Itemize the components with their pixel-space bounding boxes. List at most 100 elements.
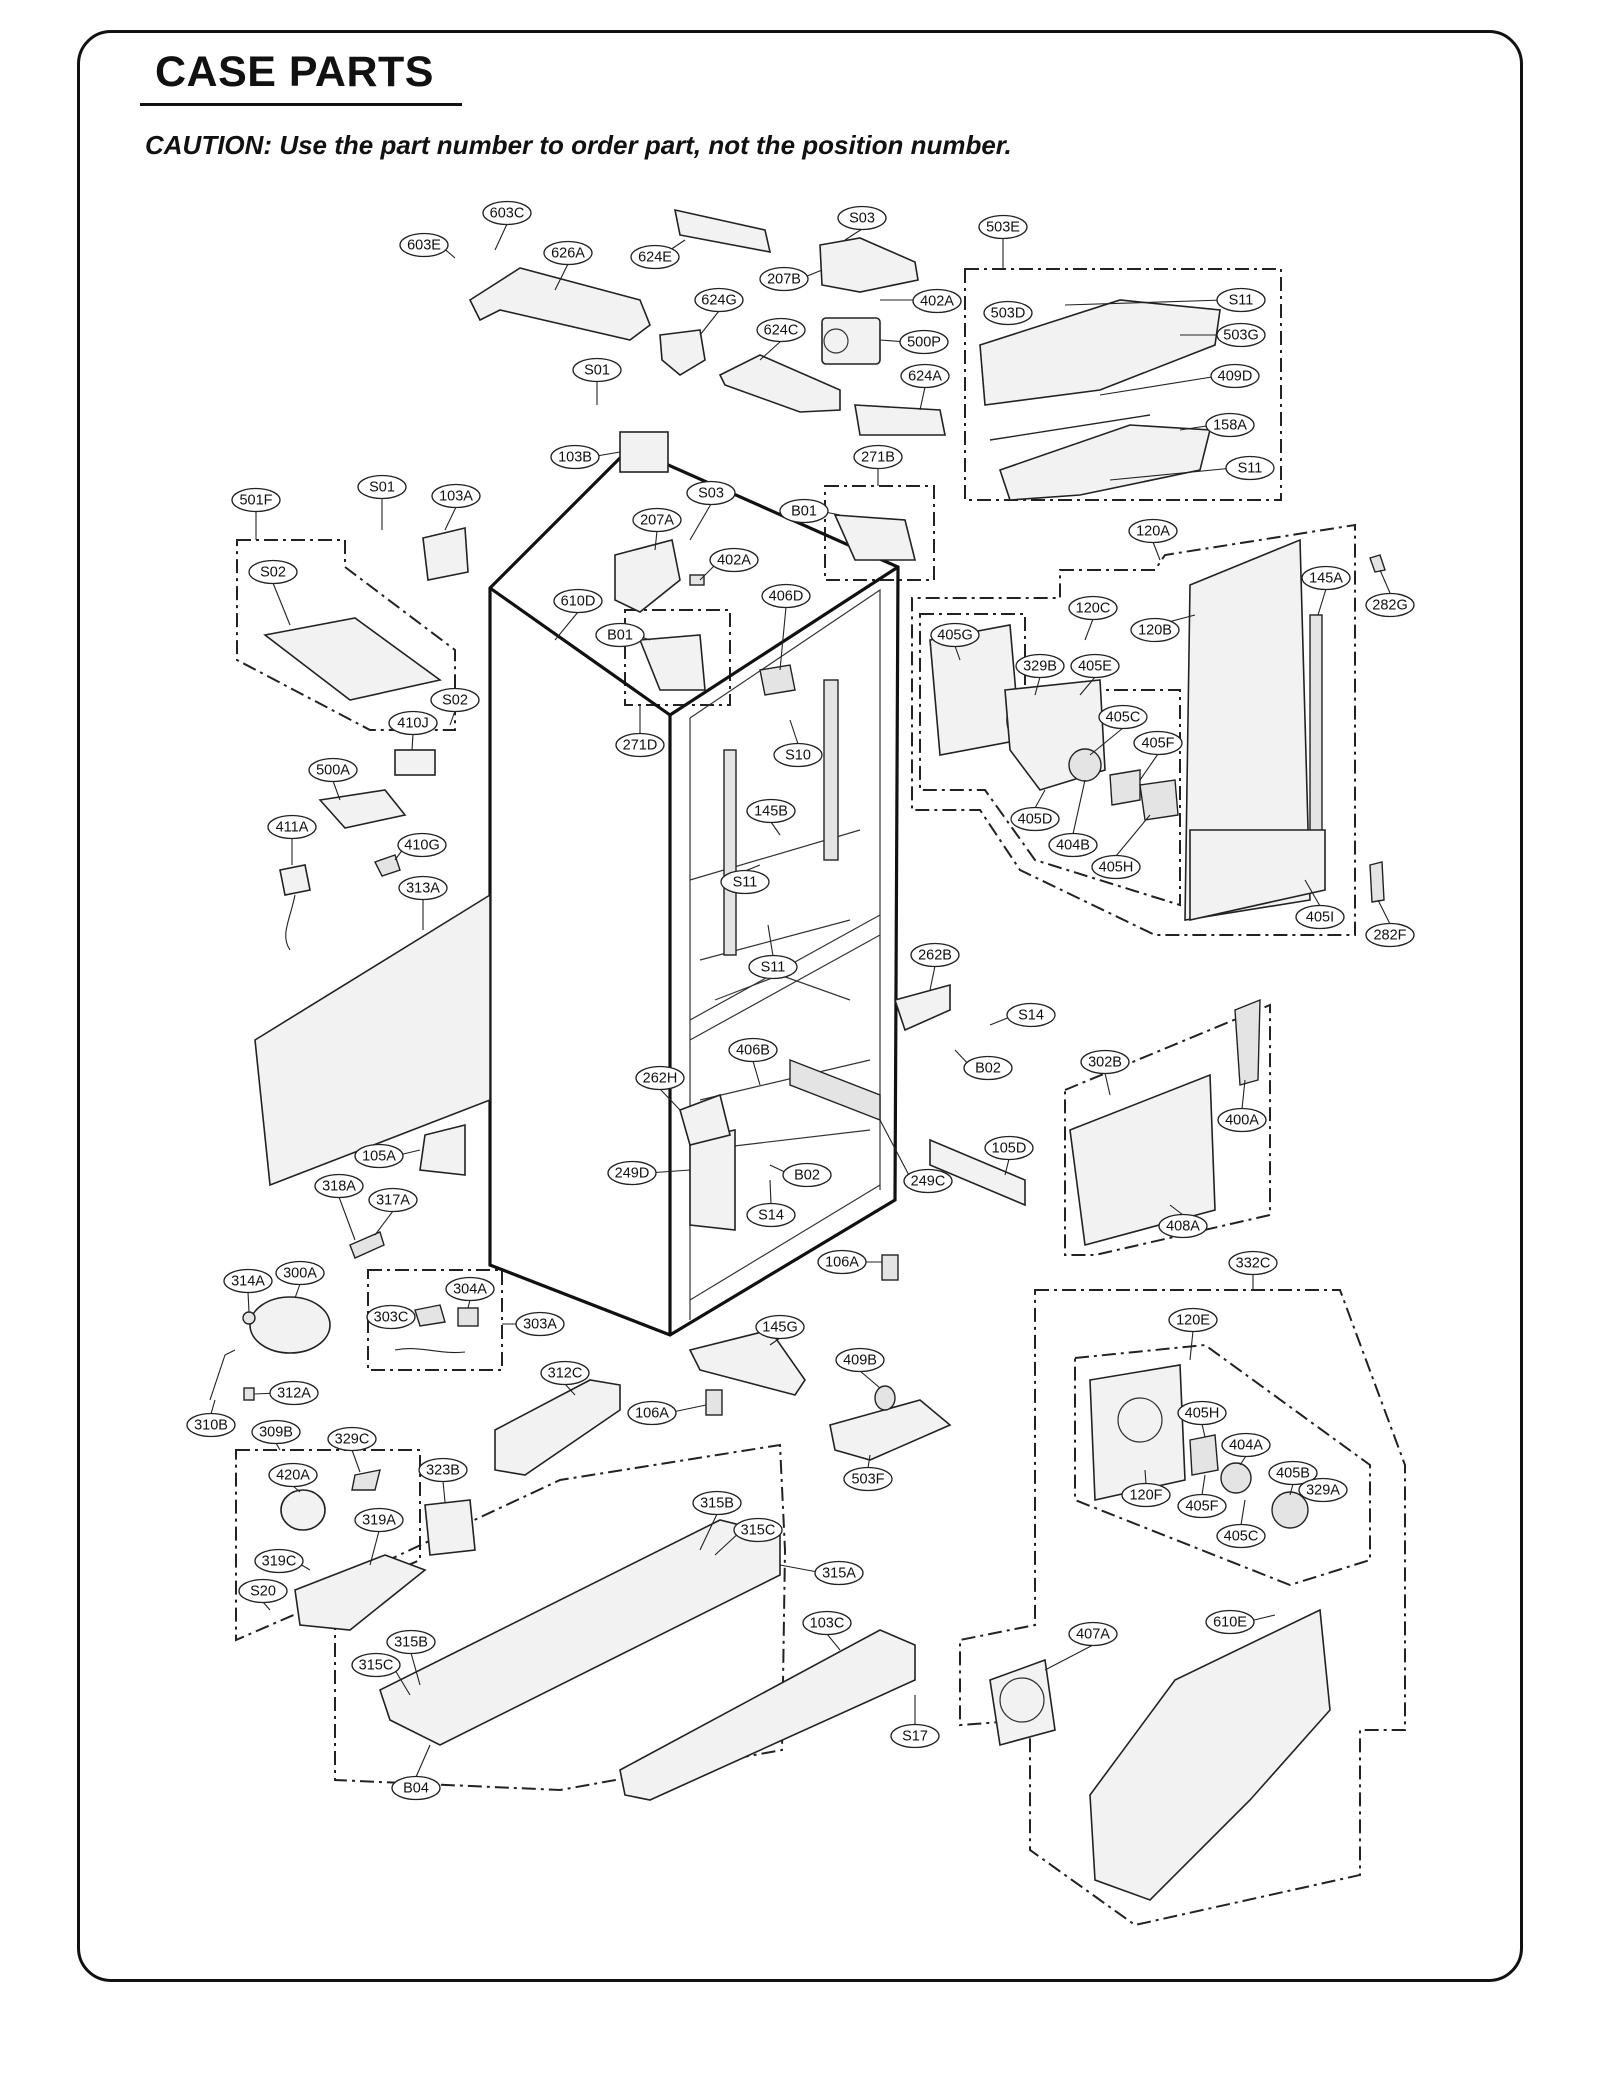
callout-bubble <box>1216 1523 1266 1549</box>
callout-s03: S03 <box>837 205 887 231</box>
callout-text: 271D <box>623 738 658 754</box>
callout-bubble <box>853 444 903 470</box>
callout-text: 120E <box>1176 1313 1210 1329</box>
leg-106a-left <box>705 1389 723 1416</box>
callout-text: S01 <box>584 363 610 379</box>
callout-405e: 405E <box>1070 653 1120 679</box>
callout-bubble <box>912 288 962 314</box>
callout-402a: 402A <box>912 288 962 314</box>
callout-text: 610D <box>561 594 596 610</box>
callout-text: 158A <box>1213 418 1247 434</box>
callout-bubble <box>1158 1213 1208 1239</box>
callout-271d: 271D <box>615 732 665 758</box>
callout-bubble <box>607 1160 657 1186</box>
callout-text: 405G <box>937 628 972 644</box>
callout-105d: 105D <box>984 1135 1034 1161</box>
base-315a <box>379 1519 781 1746</box>
callout-bubble <box>540 1360 590 1386</box>
callout-text: 503G <box>1223 328 1258 344</box>
callout-bubble <box>430 687 480 713</box>
callout-s20: S20 <box>238 1578 288 1604</box>
callout-bubble <box>397 832 447 858</box>
callout-text: 420A <box>276 1468 310 1484</box>
callout-bubble <box>1098 704 1148 730</box>
callout-text: 624E <box>638 250 672 266</box>
tray-503f <box>829 1399 952 1461</box>
callout-text: 103A <box>439 489 473 505</box>
callout-bubble <box>728 1037 778 1063</box>
part-405h-lower <box>1189 1434 1219 1476</box>
hinge-271d <box>638 634 706 691</box>
group-box-303a <box>367 1269 503 1371</box>
callout-text: 624G <box>701 293 736 309</box>
callout-text: 120B <box>1138 623 1172 639</box>
callout-text: 406D <box>769 589 804 605</box>
right-parts <box>379 538 1331 1901</box>
callout-text: 312A <box>277 1386 311 1402</box>
callout-bubble <box>814 1560 864 1586</box>
callout-text: 103C <box>810 1616 845 1632</box>
callout-bubble <box>553 588 603 614</box>
callout-145g: 145G <box>755 1314 805 1340</box>
callout-s14: S14 <box>1006 1002 1056 1028</box>
callout-408a: 408A <box>1158 1213 1208 1239</box>
callout-610d: 610D <box>553 588 603 614</box>
callout-bubble <box>354 1507 404 1533</box>
callout-420a: 420A <box>268 1462 318 1488</box>
callout-bubble <box>1168 1307 1218 1333</box>
callout-405d: 405D <box>1010 806 1060 832</box>
callout-249d: 249D <box>607 1160 657 1186</box>
callout-bubble <box>391 1775 441 1801</box>
callout-bubble <box>368 1187 418 1213</box>
callout-text: 405I <box>1306 910 1334 926</box>
callout-text: S17 <box>902 1729 928 1745</box>
part-158a <box>998 424 1212 501</box>
callout-text: 105D <box>992 1141 1027 1157</box>
callout-bubble <box>275 1260 325 1286</box>
callout-bubble <box>351 1652 401 1678</box>
callout-501f: 501F <box>231 487 281 513</box>
board-500a <box>318 789 407 829</box>
callout-text: 503E <box>986 220 1020 236</box>
callout-bubble <box>1365 592 1415 618</box>
callout-text: 503F <box>851 1472 884 1488</box>
callout-text: 103B <box>558 450 592 466</box>
callout-text: S14 <box>758 1208 784 1224</box>
part-249d <box>689 1129 736 1231</box>
callout-text: S11 <box>1229 293 1254 309</box>
callout-282f: 282F <box>1365 922 1415 948</box>
callout-text: 106A <box>825 1255 859 1271</box>
callout-text: 610E <box>1213 1615 1247 1631</box>
part-410j <box>394 749 436 776</box>
callout-bubble <box>1015 653 1065 679</box>
callout-106a: 106A <box>627 1400 677 1426</box>
title-underline <box>140 103 462 106</box>
callout-410g: 410G <box>397 832 447 858</box>
callout-text: S11 <box>1238 461 1263 477</box>
callout-262h: 262H <box>635 1065 685 1091</box>
callout-624a: 624A <box>900 363 950 389</box>
callout-bubble <box>1010 806 1060 832</box>
bracket-207a <box>614 539 681 613</box>
callout-bubble <box>1006 1002 1056 1028</box>
callout-text: 315C <box>359 1658 394 1674</box>
callout-text: 315C <box>741 1523 776 1539</box>
callout-text: 249C <box>911 1174 946 1190</box>
part-503d <box>979 299 1221 406</box>
shelf-501f <box>263 617 442 701</box>
callout-text: S10 <box>785 748 811 764</box>
part-500p <box>821 317 881 365</box>
callout-bubble <box>755 1314 805 1340</box>
callout-text: 624A <box>908 369 942 385</box>
callout-158a: 158A <box>1205 412 1255 438</box>
callout-bubble <box>1068 1621 1118 1647</box>
callout-text: 310B <box>194 1418 228 1434</box>
callout-bubble <box>248 559 298 585</box>
part-105d <box>929 1138 1026 1207</box>
page-title: CASE PARTS <box>155 48 434 96</box>
callout-319a: 319A <box>354 1507 404 1533</box>
callout-bubble <box>756 317 806 343</box>
callout-text: 120F <box>1129 1488 1162 1504</box>
callout-text: 312C <box>548 1366 583 1382</box>
callout-120e: 120E <box>1168 1307 1218 1333</box>
